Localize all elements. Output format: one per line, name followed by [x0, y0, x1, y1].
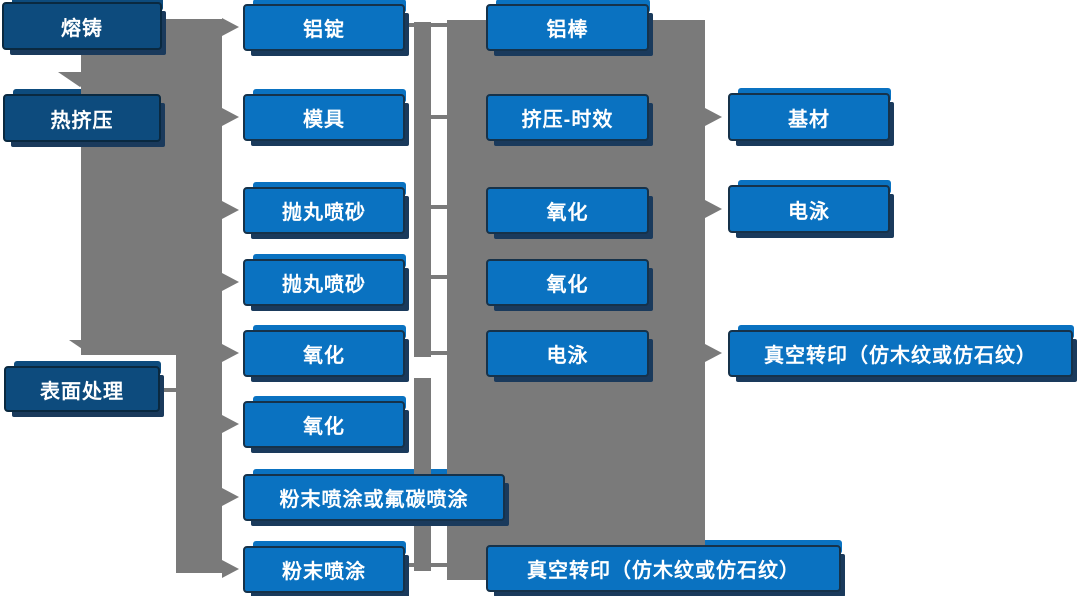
box-mold: 模具: [243, 89, 406, 141]
connector-line-row2: [431, 115, 447, 119]
box-aluminum-ingot: 铝锭: [243, 0, 406, 51]
arrow-down-to-hot-extrusion: [58, 72, 102, 87]
box-vacuum-transfer-bottom: 真空转印（仿木纹或仿石纹）: [486, 540, 842, 592]
box-powder-or-fluorocarbon-coating: 粉末喷涂或氟碳喷涂: [243, 469, 506, 521]
arrow-to-shot-blasting-2: [222, 273, 239, 291]
box-oxidation-3: 氧化: [486, 182, 650, 234]
box-shot-blasting-1: 抛丸喷砂: [243, 182, 406, 234]
box-melting-casting: 熔铸: [2, 0, 163, 50]
arrow-to-base-material: [705, 108, 722, 126]
arrow-to-mold: [222, 108, 239, 126]
box-shot-blasting-2: 抛丸喷砂: [243, 254, 406, 306]
connector-line-ingot-to-block: [405, 23, 447, 27]
connector-line-row4: [431, 275, 447, 279]
box-base-material: 基材: [728, 88, 891, 141]
box-vacuum-transfer-right: 真空转印（仿木纹或仿石纹）: [728, 325, 1074, 377]
arrow-to-powder-fluorocarbon: [222, 488, 239, 506]
box-electrophoresis-1: 电泳: [486, 325, 650, 377]
arrow-to-vacuum-transfer-right: [705, 344, 722, 362]
box-oxidation-1: 氧化: [243, 325, 406, 377]
box-oxidation-4: 氧化: [486, 254, 650, 306]
connector-line-row3: [431, 205, 447, 209]
connector-middle-bar-upper: [414, 22, 431, 357]
arrow-to-aluminum-ingot: [222, 18, 239, 36]
connector-line-powder-to-block: [405, 563, 447, 567]
box-surface-treatment: 表面处理: [4, 361, 161, 412]
connector-line-row5: [431, 351, 447, 355]
box-hot-extrusion: 热挤压: [3, 89, 162, 142]
connector-left-main-band: [81, 19, 222, 355]
box-powder-coating: 粉末喷涂: [243, 541, 406, 593]
arrow-down-to-surface-treatment: [69, 340, 113, 355]
arrow-to-oxidation-2: [222, 415, 239, 433]
box-aluminum-rod: 铝棒: [486, 0, 650, 51]
box-extrusion-aging: 挤压-时效: [486, 89, 650, 141]
connector-line-surface-treatment: [160, 388, 176, 392]
arrow-to-electrophoresis-2: [705, 200, 722, 218]
arrow-to-oxidation-1: [222, 344, 239, 362]
box-electrophoresis-2: 电泳: [728, 180, 891, 233]
connector-left-lower-band: [176, 355, 222, 573]
arrow-to-shot-blasting-1: [222, 201, 239, 219]
arrow-to-powder-coating: [222, 560, 239, 578]
box-oxidation-2: 氧化: [243, 396, 406, 448]
